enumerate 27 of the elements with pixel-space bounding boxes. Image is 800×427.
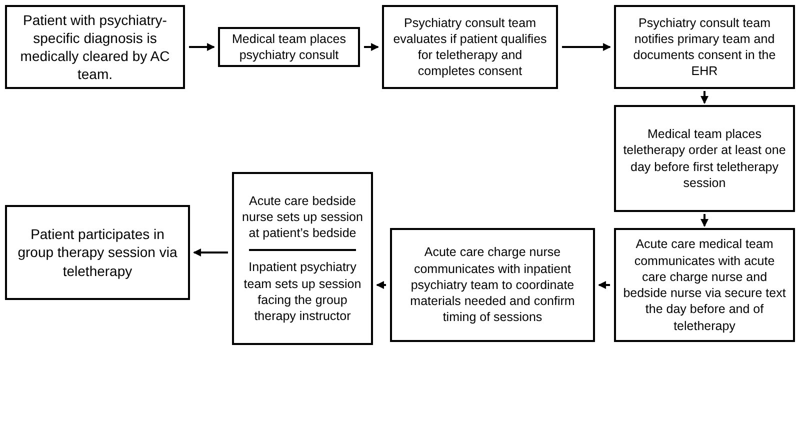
process-box [614,105,795,212]
process-box [614,228,795,342]
step-text: Psychiatry consult team notifies primary team and documents consent in the EHR [632,14,777,80]
process-box [382,5,558,89]
arrow [700,91,708,104]
process-box [5,5,185,89]
arrow [189,43,215,51]
arrow [598,281,610,289]
step-text: Acute care charge nurse communicates with inpatient psychiatry team to coordinate materials needed and confirm timing of sessions [409,244,576,326]
process-box [232,172,373,345]
step-text: Psychiatry consult team evaluates if patient qualifies for teletherapy and completes consent [392,14,548,80]
step-text: Inpatient psychiatry team sets up session facing the group therapy instructor [242,259,362,324]
process-box [390,228,595,342]
step-text: Medical team places psychiatry consult [231,30,347,64]
process-box [5,205,190,300]
process-box [218,27,360,67]
arrow [193,248,228,256]
step-text: Acute care bedside nurse sets up session at patient’s bedside [241,192,364,242]
arrow [562,43,611,51]
arrow [364,43,379,51]
step-text: Patient with psychiatry-specific diagnosis is medically cleared by AC team. [19,10,171,84]
arrow [700,214,708,227]
arrow [376,281,386,289]
step-text: Acute care medical team communicates with acute care charge nurse and bedside nurse via secure text the day before and of teletherapy [622,236,787,334]
step-text: Patient participates in group therapy session via teletherapy [16,225,178,280]
process-box [614,5,795,89]
step-text: Medical team places teletherapy order at least one day before first teletherapy session [622,126,787,191]
